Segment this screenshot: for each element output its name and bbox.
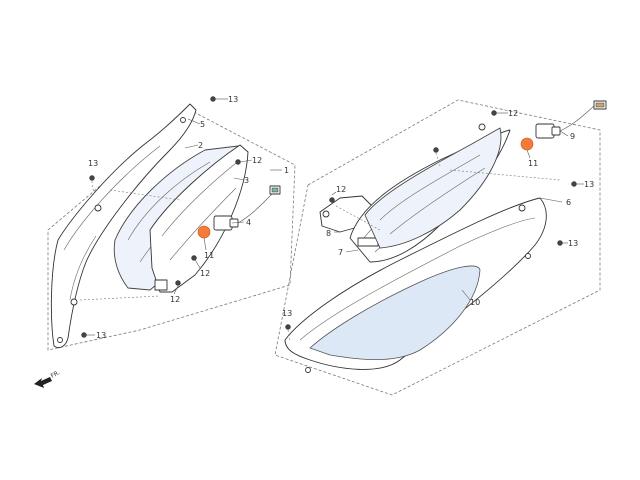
part-number-12: 12: [508, 109, 518, 118]
part-number-13: 13: [88, 159, 98, 168]
part-number-6: 6: [566, 198, 571, 207]
left-leader-lines: [79, 98, 282, 301]
part-number-5: 5: [200, 120, 205, 129]
left-turn-signal-assembly: 13 5 2 12 3 1 13 4 11 12 12 13: [47, 95, 296, 351]
right-bulb-socket: [520, 123, 561, 151]
part-number-12: 12: [252, 156, 262, 165]
right-bulb: [520, 137, 534, 151]
part-number-13: 13: [282, 309, 292, 318]
part-number-4: 4: [246, 218, 251, 227]
part-5-side-bracket: [50, 103, 197, 349]
part-number-13: 13: [228, 95, 238, 104]
front-direction-label: FR.: [50, 369, 62, 380]
part-number-13: 13: [568, 239, 578, 248]
front-direction-marker: FR.: [34, 369, 61, 388]
right-assembly-frame: [274, 99, 601, 396]
right-bolts: [285, 110, 584, 341]
part-number-2: 2: [198, 141, 203, 150]
part-number-13: 13: [584, 180, 594, 189]
right-clear-lens: [364, 123, 502, 249]
right-leader-lines: [331, 112, 569, 301]
part-10-cover-trim: [284, 197, 547, 373]
part-number-12: 12: [200, 269, 210, 278]
front-arrow-icon: [34, 377, 52, 388]
left-bulb-socket: [197, 215, 239, 239]
part-number-12: 12: [170, 295, 180, 304]
part-number-1: 1: [284, 166, 289, 175]
part-3-housing: [149, 144, 249, 293]
part-number-11: 11: [528, 159, 538, 168]
part-number-12: 12: [336, 185, 346, 194]
part-number-13: 13: [96, 331, 106, 340]
part-number-8: 8: [326, 229, 331, 238]
right-turn-signal-assembly: 12 9 11 12 8 7 13 6 13 10 13: [274, 99, 607, 396]
part-number-10: 10: [470, 298, 480, 307]
left-bulb: [197, 225, 211, 239]
part-number-11: 11: [204, 251, 214, 260]
part-number-7: 7: [338, 248, 343, 257]
part-number-3: 3: [244, 176, 249, 185]
part-number-9: 9: [570, 132, 575, 141]
